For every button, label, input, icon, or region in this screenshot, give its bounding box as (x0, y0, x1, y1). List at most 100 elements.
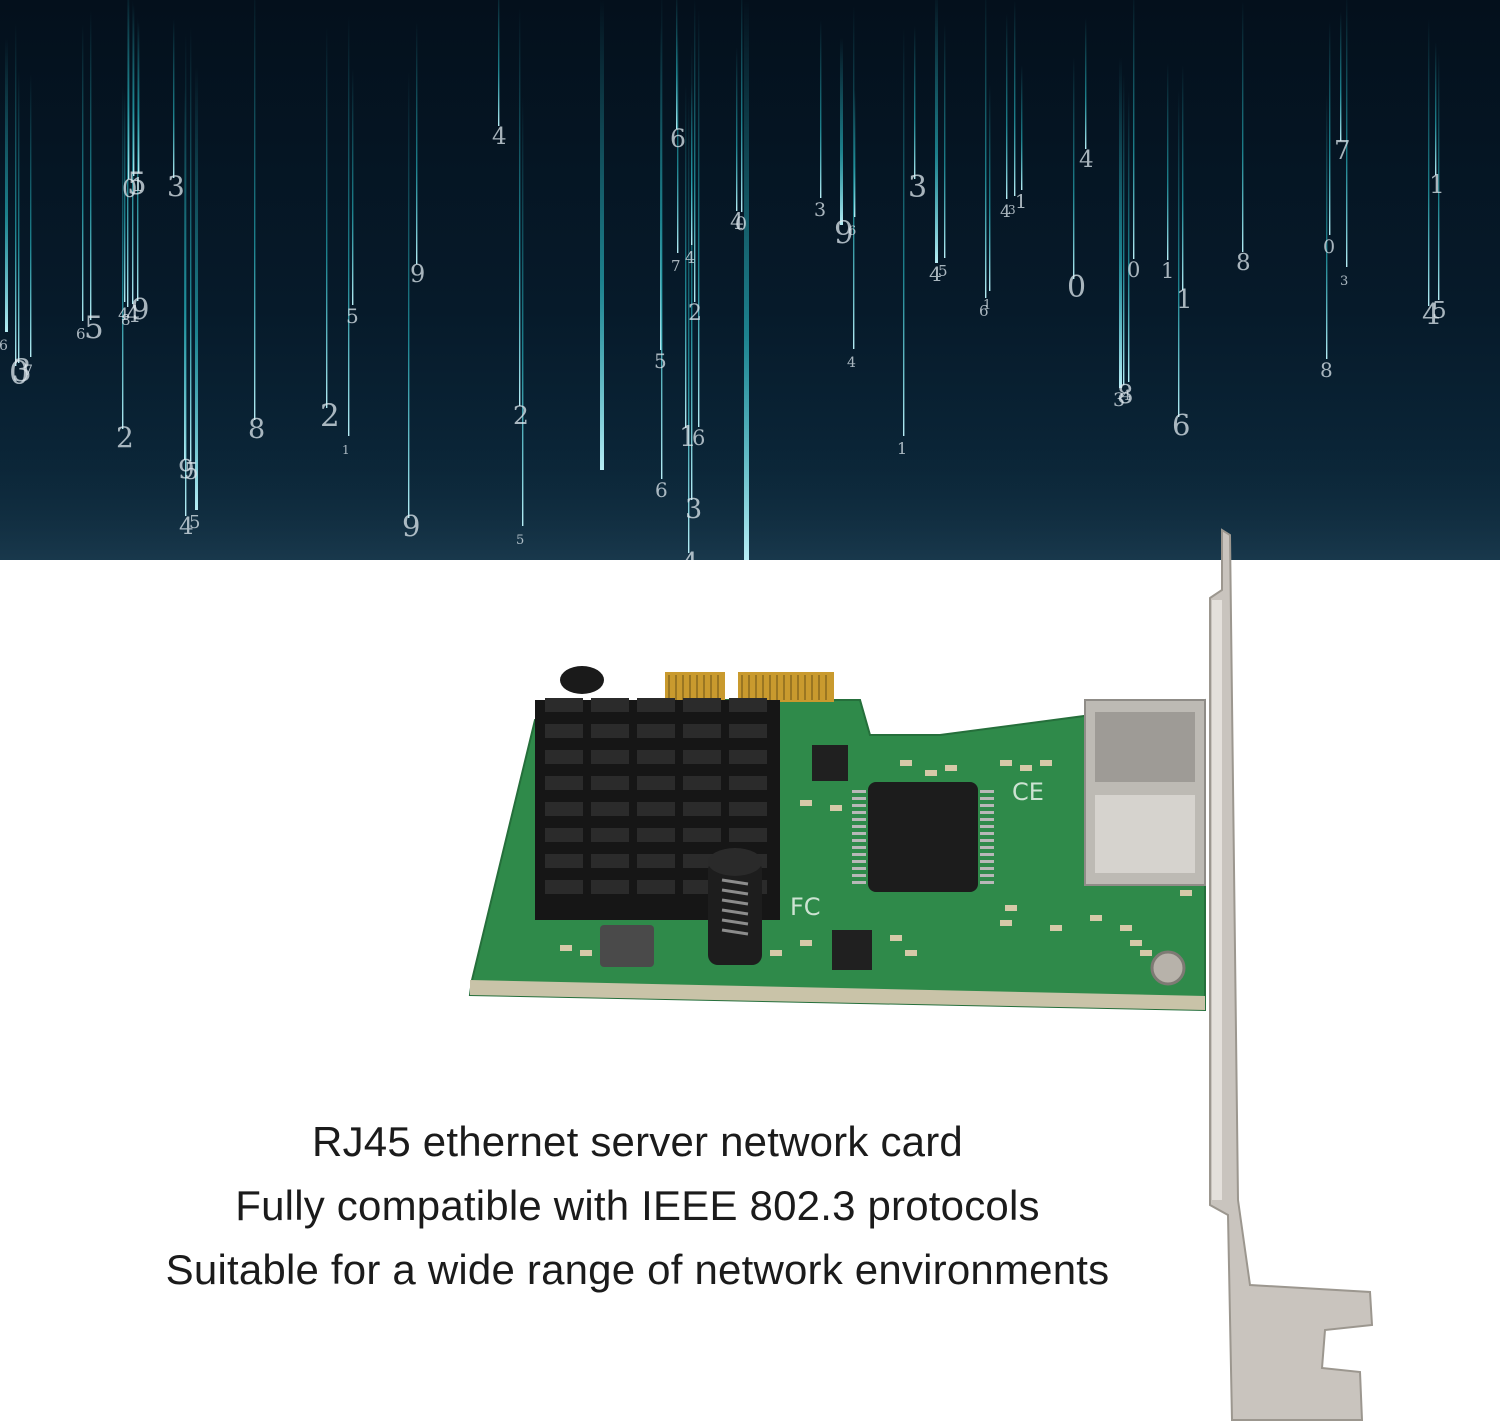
heatsink-fin (683, 724, 721, 738)
heatsink-fin (729, 698, 767, 712)
caption-line-1: RJ45 ethernet server network card (312, 1118, 963, 1165)
rain-digit: 2 (116, 421, 134, 454)
rain-stream (1133, 0, 1135, 259)
smd-resistor (890, 935, 902, 941)
chip-pin (852, 839, 866, 842)
chip-pin (852, 818, 866, 821)
rain-digit: 4 (1079, 147, 1094, 173)
chip-pin (980, 797, 994, 800)
heatsink-fin (591, 750, 629, 764)
rain-stream (914, 26, 916, 179)
rain-digit: 1 (1161, 259, 1174, 283)
rain-digit: 5 (654, 349, 667, 373)
rain-digit: 1 (897, 439, 907, 458)
rain-digit: 8 (1320, 358, 1333, 382)
rain-stream (195, 67, 198, 510)
rain-digit: 3 (1113, 389, 1125, 411)
rain-stream (944, 24, 946, 258)
chip-pin (852, 797, 866, 800)
smd-components (560, 760, 1192, 956)
smd-resistor (1180, 890, 1192, 896)
rain-stream (685, 85, 687, 428)
rain-stream (1346, 0, 1348, 267)
rain-digit: 7 (671, 257, 681, 275)
pcie-fingers-right (738, 672, 834, 702)
rain-digit: 5 (938, 262, 948, 280)
rain-stream (1340, 12, 1342, 141)
rain-stream (698, 10, 700, 427)
spring-coil (721, 908, 749, 916)
pcie-fingers-left (665, 672, 725, 702)
rain-digit: 0 (9, 354, 29, 392)
rj45-port-shield (1095, 795, 1195, 873)
rain-digit: 2 (320, 398, 340, 434)
rain-digit: 4 (682, 548, 699, 560)
rain-stream (173, 19, 175, 178)
rain-stream (600, 0, 604, 470)
ce-mark: CE (1012, 778, 1044, 806)
spring-coil (721, 918, 749, 926)
rain-digit: 6 (76, 325, 86, 343)
caption-line-2: Fully compatible with IEEE 802.3 protoco… (235, 1182, 1040, 1229)
rain-digit: 5 (84, 310, 104, 346)
rain-digit: 4 (1000, 202, 1011, 222)
heatsink-fin (545, 776, 583, 790)
smd-resistor (1120, 925, 1132, 931)
heatsink-fin (591, 880, 629, 894)
controller-chip-pins (852, 790, 994, 884)
rain-digit: 0 (1323, 236, 1335, 258)
rain-digit: 0 (1067, 270, 1086, 305)
rain-stream (1119, 57, 1122, 388)
rain-stream (985, 0, 987, 298)
rain-stream (694, 0, 696, 302)
rain-digit: 4 (730, 210, 744, 235)
heatsink-fin (683, 802, 721, 816)
heatsink-fin (729, 724, 767, 738)
chip-pin (980, 818, 994, 821)
chip-pin (980, 804, 994, 807)
chip-pin (980, 846, 994, 849)
rain-stream (498, 0, 500, 126)
heatsink-fin (637, 880, 675, 894)
heatsink-fin (637, 698, 675, 712)
rain-digit: 4 (1422, 297, 1440, 331)
digital-rain-graphic: 4269443416479320171801430059466863158443… (0, 0, 1500, 560)
digital-rain-banner: 4269443416479320171801430059466863158443… (0, 0, 1500, 560)
smd-resistor (1020, 765, 1032, 771)
rain-stream (1438, 53, 1440, 300)
chip-pin (980, 860, 994, 863)
caption-line-3: Suitable for a wide range of network env… (165, 1246, 1110, 1293)
smd-resistor (1005, 905, 1017, 911)
rain-stream (691, 84, 693, 245)
rain-digit: 6 (692, 426, 705, 450)
rain-stream (18, 71, 20, 363)
rain-digit: 8 (248, 414, 265, 445)
rain-stream (326, 27, 328, 408)
rain-stream (90, 11, 92, 320)
chip-pin (852, 874, 866, 877)
rain-stream (254, 0, 256, 420)
rain-stream (348, 16, 350, 436)
rain-digit: 5 (1432, 298, 1447, 324)
rain-stream (190, 27, 192, 461)
rain-stream (1167, 63, 1169, 260)
heatsink-pin (560, 666, 604, 694)
rain-digit: 4 (1122, 388, 1131, 404)
rain-stream (1428, 19, 1430, 306)
chip-pin (852, 832, 866, 835)
rain-digit: 4 (179, 514, 194, 540)
rain-stream (1128, 91, 1130, 382)
heatsink-fin (591, 802, 629, 816)
bracket-highlight (1212, 600, 1222, 1200)
chip-pin (980, 825, 994, 828)
heatsink-fin (591, 828, 629, 842)
banner-floor-glow (0, 440, 1500, 560)
rain-digit: 1 (342, 443, 350, 457)
rain-stream (1014, 0, 1016, 196)
rain-stream (133, 5, 135, 176)
rain-digit: 3 (167, 170, 185, 203)
smd-resistor (1090, 915, 1102, 921)
spring-coil (721, 888, 749, 896)
rain-digit: 7 (1334, 136, 1351, 166)
